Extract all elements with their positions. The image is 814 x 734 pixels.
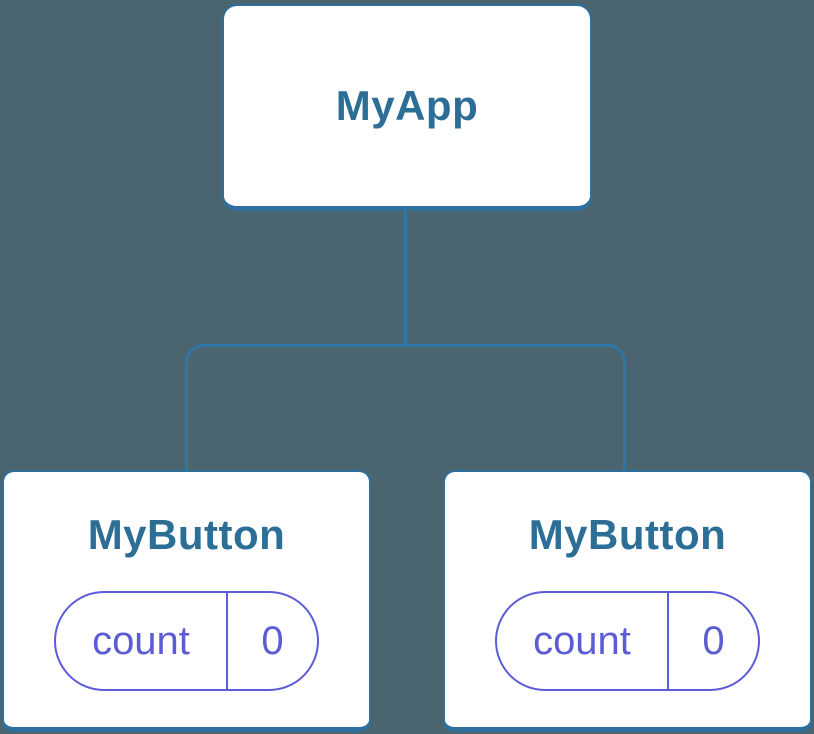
state-value-1: 0 [261,618,284,663]
state-pill-2: count 0 [495,591,760,692]
connector-stem-line [404,210,407,345]
state-key-label-1: count [56,593,228,690]
component-label-mybutton-2: MyButton [528,511,727,558]
component-node-mybutton-1: MyButton count 0 [2,470,371,732]
state-key-label-2: count [497,593,669,690]
component-label-myapp: MyApp [335,81,479,129]
component-label-mybutton-1: MyButton [87,511,286,558]
connector-branch-bracket [185,344,626,470]
component-node-myapp: MyApp [222,4,592,211]
state-value-2: 0 [702,618,725,663]
state-pill-1: count 0 [54,591,319,692]
component-node-mybutton-2: MyButton count 0 [443,470,812,732]
